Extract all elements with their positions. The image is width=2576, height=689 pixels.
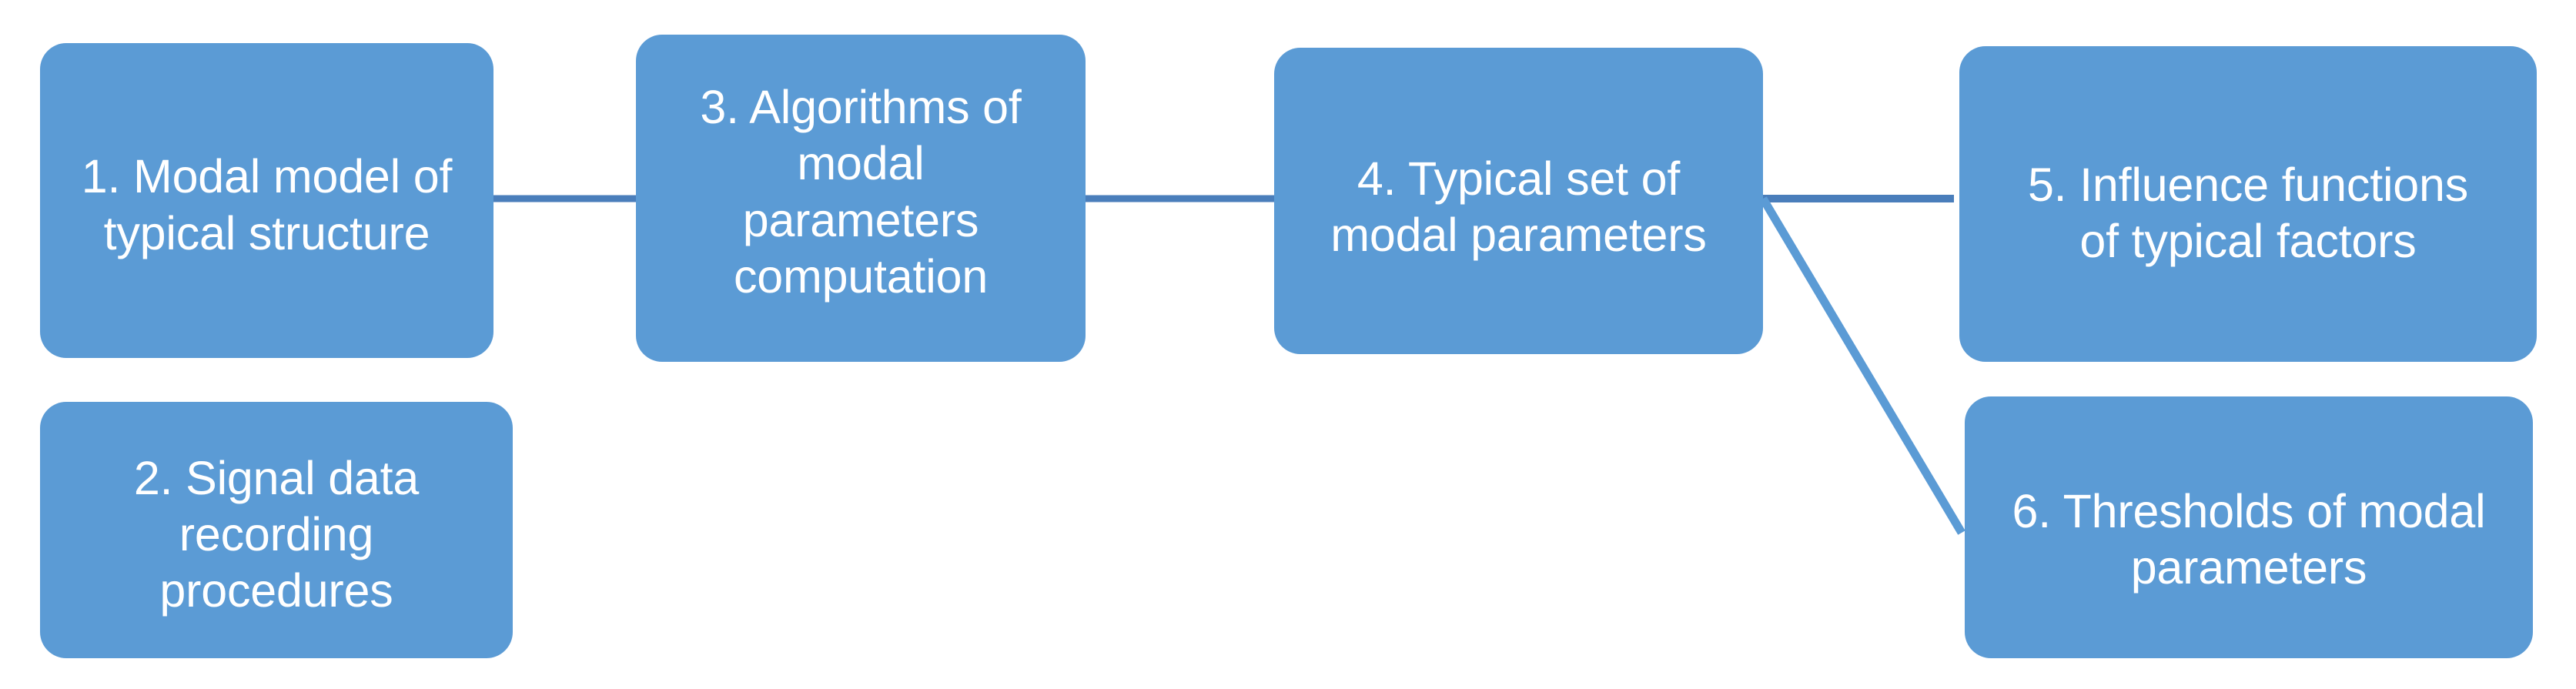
node-algorithms-of-modal-parameters-computation[interactable]: 3. Algorithms of modal parameters comput… [636,35,1086,362]
node-4-label: 4. Typical set of modal parameters [1330,152,1707,261]
node-thresholds-of-modal-parameters[interactable]: 6. Thresholds of modal parameters [1965,396,2533,658]
node-influence-functions-of-typical-factors[interactable]: 5. Influence functions of typical factor… [1959,46,2537,362]
node-5-label: 5. Influence functions of typical factor… [2027,158,2469,267]
connector-4-to-6 [1759,196,1965,535]
node-1-label: 1. Modal model of typical structure [81,150,453,259]
node-6-label: 6. Thresholds of modal parameters [2012,484,2486,594]
node-modal-model-of-typical-structure[interactable]: 1. Modal model of typical structure [40,43,493,358]
node-2-label: 2. Signal data recording procedures [133,451,420,617]
node-signal-data-recording-procedures[interactable]: 2. Signal data recording procedures [40,402,513,658]
node-3-label: 3. Algorithms of modal parameters comput… [700,81,1022,303]
node-typical-set-of-modal-parameters[interactable]: 4. Typical set of modal parameters [1274,48,1763,354]
